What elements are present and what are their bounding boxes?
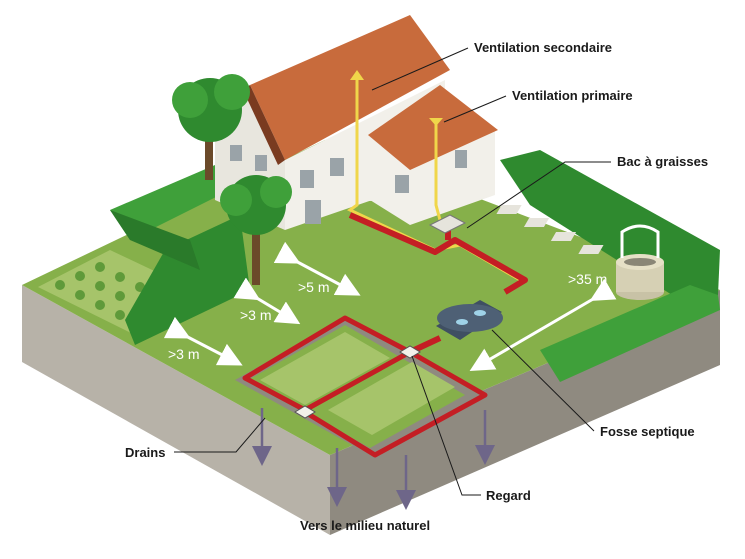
distance-label-tree: >3 m: [240, 307, 272, 323]
label-ventilation-primaire: Ventilation primaire: [512, 88, 633, 103]
hedge-left: [110, 165, 250, 345]
ground-side-left: [22, 285, 330, 535]
distance-label-house: >5 m: [298, 279, 330, 295]
vent-cap-primary: [429, 118, 443, 126]
drain-field: [235, 318, 480, 455]
ventilation-primaire-pipe: [434, 120, 442, 221]
dist-arrow-well: [469, 278, 617, 372]
drain-trench-lower: [248, 325, 465, 448]
distance-label-well: >35 m: [568, 271, 607, 287]
vent-cap-secondary: [350, 70, 364, 80]
label-drains: Drains: [125, 445, 165, 460]
label-ventilation-secondaire: Ventilation secondaire: [474, 40, 612, 55]
house-roof: [250, 15, 450, 160]
dist-arrow-hedge: [163, 316, 243, 366]
bac-a-graisses: [428, 214, 467, 234]
label-bac-a-graisses: Bac à graisses: [617, 154, 708, 169]
dist-arrow-tree: [233, 277, 301, 325]
label-fosse-septique: Fosse septique: [600, 424, 695, 439]
dist-arrow-house: [273, 241, 361, 296]
tree-front: [220, 175, 292, 285]
drain-trench-island-right: [328, 362, 455, 435]
regard-boxes: [294, 345, 421, 419]
distance-label-hedge: >3 m: [168, 346, 200, 362]
label-regard: Regard: [486, 488, 531, 503]
annex-roof: [368, 85, 498, 170]
label-vers-le-milieu-naturel: Vers le milieu naturel: [300, 518, 430, 533]
infiltration-arrows: [252, 408, 495, 510]
ground-top: [22, 140, 720, 455]
regard-box-bottom: [294, 405, 316, 419]
drain-pipes: [242, 315, 488, 458]
regard-box-top: [399, 345, 421, 359]
tree-back: [172, 74, 250, 180]
drain-trench-island-left: [260, 332, 390, 405]
callout-lines: [174, 47, 611, 496]
well: [616, 224, 664, 300]
distance-arrows: [163, 241, 617, 372]
